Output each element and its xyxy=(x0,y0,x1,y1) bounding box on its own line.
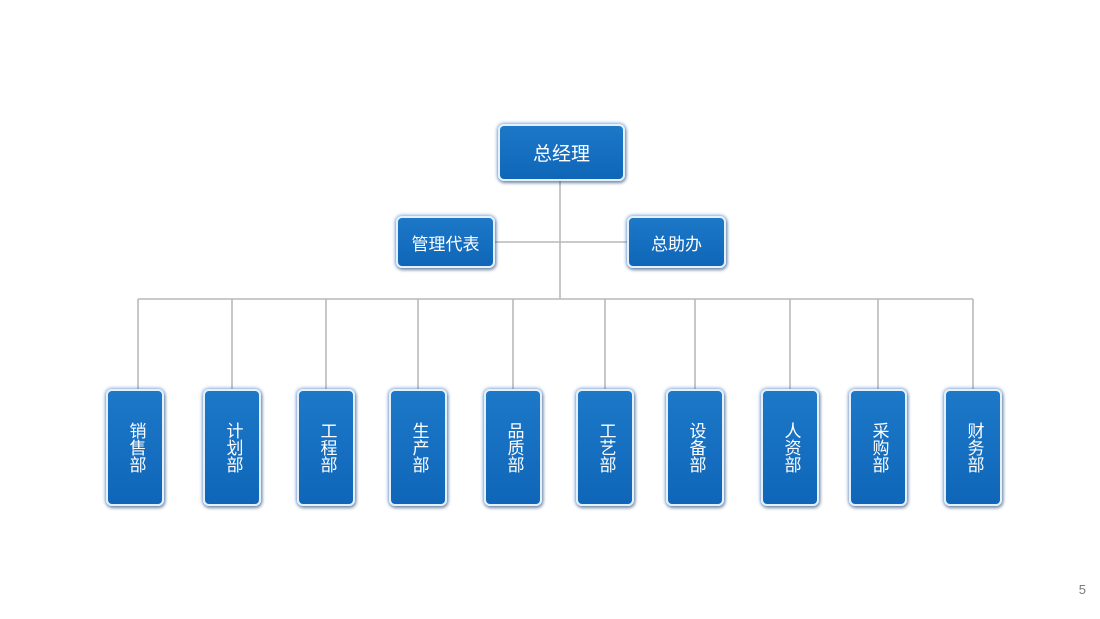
node-dept-equipment: 设备部 xyxy=(666,389,724,506)
node-dept-engineering: 工程部 xyxy=(297,389,355,506)
node-general-manager: 总经理 xyxy=(498,124,625,181)
node-dept-quality: 品质部 xyxy=(484,389,542,506)
page-number: 5 xyxy=(1078,582,1086,597)
node-dept-process: 工艺部 xyxy=(576,389,634,506)
node-dept-planning: 计划部 xyxy=(203,389,261,506)
node-dept-human-resources: 人资部 xyxy=(761,389,819,506)
node-management-representative: 管理代表 xyxy=(396,216,495,268)
node-dept-production: 生产部 xyxy=(389,389,447,506)
node-dept-sales: 销售部 xyxy=(106,389,164,506)
node-dept-finance: 财务部 xyxy=(944,389,1002,506)
node-general-assistant-office: 总助办 xyxy=(627,216,726,268)
node-dept-purchasing: 采购部 xyxy=(849,389,907,506)
